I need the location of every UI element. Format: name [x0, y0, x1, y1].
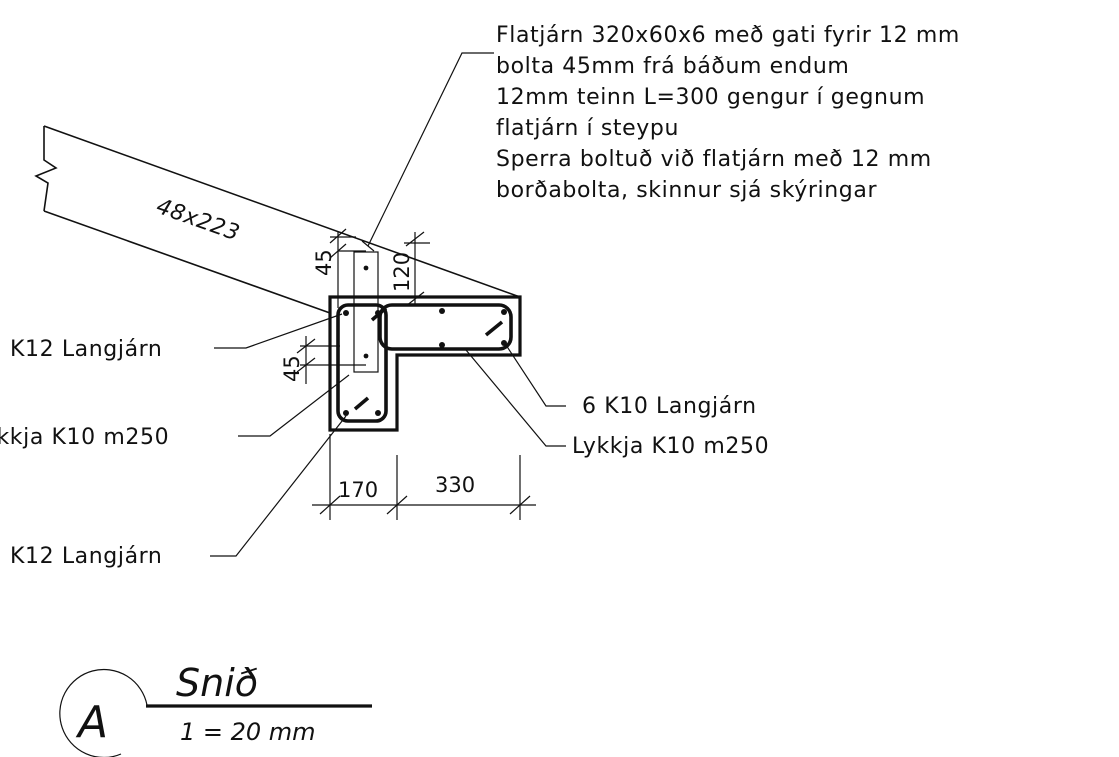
bolt-hole-bottom — [363, 353, 369, 359]
dimension-330-label: 330 — [435, 473, 475, 497]
dimension-45-left — [296, 336, 366, 384]
rebar-dot — [501, 309, 507, 315]
section-letter: A — [75, 697, 108, 748]
rafter-size-label: 48x223 — [153, 194, 243, 246]
rebar-dot — [375, 410, 381, 416]
dimension-45-top — [329, 228, 366, 308]
note-line-1: Flatjárn 320x60x6 með gati fyrir 12 mm — [496, 23, 960, 48]
dimension-45-top-label: 45 — [312, 249, 336, 276]
dimension-45-left-label: 45 — [280, 355, 304, 382]
leader-lines — [210, 52, 566, 557]
note-line-2: bolta 45mm frá báðum endum — [496, 54, 849, 79]
note-line-5: Sperra boltuð við flatjárn með 12 mm — [496, 147, 932, 172]
section-marker — [59, 668, 372, 757]
flat-iron-plate — [353, 251, 379, 373]
label-k10-longbars: 6 K10 Langjárn — [582, 394, 757, 419]
dimension-bottom — [312, 434, 536, 520]
label-k12-bottom: K12 Langjárn — [10, 544, 162, 569]
note-line-3: 12mm teinn L=300 gengur í gegnum — [496, 85, 925, 110]
rebar-dot — [375, 310, 381, 316]
rebar-dot — [439, 308, 445, 314]
note-line-4: flatjárn í steypu — [496, 116, 679, 141]
section-title: Snið — [176, 661, 258, 705]
rebar-dot — [501, 340, 507, 346]
section-scale: 1 = 20 mm — [180, 718, 316, 746]
label-lykkja-left: Lykkja K10 m250 — [0, 425, 169, 450]
notes-block: Flatjárn 320x60x6 með gati fyrir 12 mm b… — [496, 23, 960, 203]
dimension-120-label: 120 — [390, 252, 414, 292]
note-line-6: borðabolta, skinnur sjá skýringar — [496, 178, 877, 203]
dimension-170-label: 170 — [338, 478, 378, 502]
rafter — [34, 125, 521, 314]
rebar-dot — [343, 410, 349, 416]
label-lykkja-right: Lykkja K10 m250 — [572, 434, 769, 459]
label-k12-top: K12 Langjárn — [10, 337, 162, 362]
rebar-dot — [439, 342, 445, 348]
bolt-hole-top — [363, 265, 369, 271]
concrete-section — [328, 295, 522, 432]
rebar-dot — [343, 310, 349, 316]
reinforcement — [336, 303, 513, 423]
dimension-120 — [404, 231, 430, 307]
